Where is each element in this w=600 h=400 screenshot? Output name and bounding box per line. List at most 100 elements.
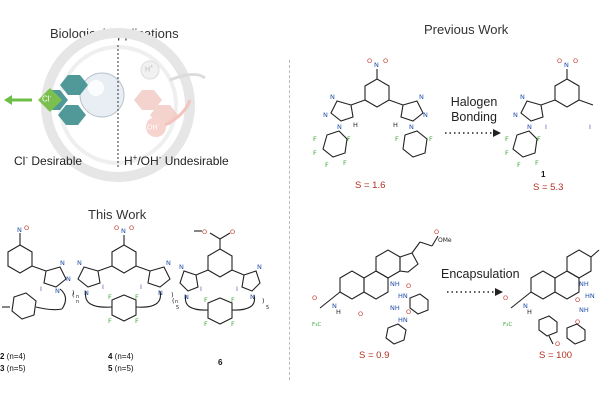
- svg-text:O: O: [230, 228, 235, 236]
- this-work-title: This Work: [88, 207, 147, 222]
- svg-text:F: F: [135, 293, 139, 301]
- svg-text:HN: HN: [398, 316, 408, 324]
- svg-text:F: F: [204, 296, 208, 304]
- svg-text:F: F: [343, 159, 347, 167]
- svg-text:N: N: [66, 275, 71, 283]
- svg-text:N: N: [527, 123, 532, 131]
- svg-text:I: I: [140, 283, 142, 291]
- svg-text:H: H: [527, 308, 532, 316]
- s-value-2: S = 5.3: [533, 182, 564, 193]
- steroid-receptor-structure: O OMe N H O F₃C NH HN O NH HN O O: [312, 228, 452, 345]
- proton-hydroxide-undesirable-caption: H+/OH- Undesirable: [124, 153, 229, 168]
- halogen-bonding-label: Halogen Bonding: [450, 95, 498, 124]
- svg-text:N: N: [419, 93, 424, 101]
- svg-text:F₃C: F₃C: [503, 322, 512, 328]
- svg-text:F: F: [535, 159, 539, 167]
- proton-label: H+: [145, 64, 153, 74]
- svg-text:N: N: [55, 287, 60, 295]
- svg-text:O: O: [358, 310, 363, 318]
- svg-text:F: F: [537, 135, 541, 143]
- svg-text:N: N: [166, 259, 171, 267]
- svg-text:N: N: [330, 93, 335, 101]
- svg-text:5: 5: [266, 305, 269, 311]
- s-value-1: S = 1.6: [355, 180, 386, 191]
- compound-3-label: 3 (n=5): [0, 364, 26, 373]
- svg-text:O: O: [406, 282, 411, 290]
- svg-text:I: I: [589, 123, 591, 131]
- svg-text:O: O: [312, 294, 317, 302]
- svg-text:HN: HN: [398, 292, 408, 300]
- svg-text:F: F: [204, 320, 208, 328]
- svg-text:HN: HN: [585, 292, 595, 300]
- svg-text:O: O: [383, 57, 388, 65]
- hydroxide-label: OH-: [147, 122, 160, 132]
- svg-text:n: n: [76, 294, 79, 300]
- svg-text:O: O: [555, 340, 560, 348]
- svg-text:N: N: [17, 226, 22, 234]
- s-value-4: S = 100: [539, 350, 573, 361]
- svg-text:NH: NH: [579, 306, 589, 314]
- svg-text:N: N: [323, 111, 328, 119]
- svg-text:F: F: [313, 149, 317, 157]
- svg-text:I: I: [40, 285, 42, 293]
- svg-text:N: N: [513, 111, 518, 119]
- svg-text:N: N: [250, 293, 255, 301]
- svg-text:N: N: [423, 111, 428, 119]
- svg-text:N: N: [409, 123, 414, 131]
- svg-text:(: (: [172, 297, 175, 305]
- section-divider: [289, 60, 290, 380]
- svg-text:H: H: [393, 121, 398, 129]
- svg-text:O: O: [575, 318, 580, 326]
- svg-text:5: 5: [176, 305, 179, 311]
- svg-text:F₃C: F₃C: [312, 322, 321, 328]
- svg-text:H: H: [336, 308, 341, 316]
- svg-text:O: O: [573, 57, 578, 65]
- svg-text:NH: NH: [390, 280, 400, 288]
- svg-text:N: N: [564, 61, 569, 69]
- compound-2-3-structure: N O N N N I ) n: [2, 224, 79, 320]
- svg-text:N: N: [257, 263, 262, 271]
- chloride-ion-label: Cl-: [42, 94, 52, 104]
- chloride-desirable-caption: Cl- Desirable: [14, 153, 83, 168]
- svg-text:F: F: [395, 135, 399, 143]
- compound-2-label: 2 (n=4): [0, 352, 26, 361]
- svg-text:(: (: [72, 291, 75, 299]
- svg-text:F: F: [325, 161, 329, 169]
- svg-text:N: N: [374, 61, 379, 69]
- compound-4-5-structure: N O O N N N N I I F F F F ( n ) n: [72, 224, 178, 325]
- svg-text:F: F: [108, 293, 112, 301]
- svg-text:F: F: [505, 149, 509, 157]
- svg-text:O: O: [202, 228, 207, 236]
- svg-text:I: I: [236, 285, 238, 293]
- previous-work-title: Previous Work: [424, 22, 509, 37]
- bis-triazole-structure-h: N O O N N N H N N N H F F F F F F F: [313, 57, 433, 169]
- svg-text:F: F: [108, 317, 112, 325]
- halogen-bonding-arrow: [445, 129, 501, 137]
- svg-text:O: O: [129, 224, 134, 232]
- svg-text:F: F: [135, 317, 139, 325]
- membrane-transport-illustration: [4, 28, 206, 182]
- compound-1-label: 1: [541, 170, 546, 179]
- svg-text:N: N: [84, 289, 89, 297]
- svg-text:O: O: [434, 228, 439, 236]
- compound-4-label: 4 (n=4): [108, 352, 134, 361]
- svg-text:): ): [72, 289, 75, 297]
- svg-text:I: I: [545, 123, 547, 131]
- svg-text:F: F: [505, 135, 509, 143]
- compound-1-structure: N O O N N N I F F F F F I: [505, 57, 594, 169]
- svg-text:O: O: [557, 57, 562, 65]
- svg-text:I: I: [102, 283, 104, 291]
- compound-5-label: 5 (n=5): [108, 364, 134, 373]
- svg-text:NH: NH: [390, 304, 400, 312]
- svg-text:n: n: [76, 299, 79, 305]
- svg-text:F: F: [347, 135, 351, 143]
- svg-text:O: O: [24, 224, 29, 232]
- svg-text:): ): [171, 291, 174, 299]
- svg-text:n: n: [175, 299, 178, 305]
- svg-text:N: N: [179, 263, 184, 271]
- svg-text:NH: NH: [579, 280, 589, 288]
- svg-text:OMe: OMe: [438, 237, 452, 244]
- svg-text:I: I: [200, 285, 202, 293]
- svg-text:O: O: [114, 224, 119, 232]
- svg-text:F: F: [313, 135, 317, 143]
